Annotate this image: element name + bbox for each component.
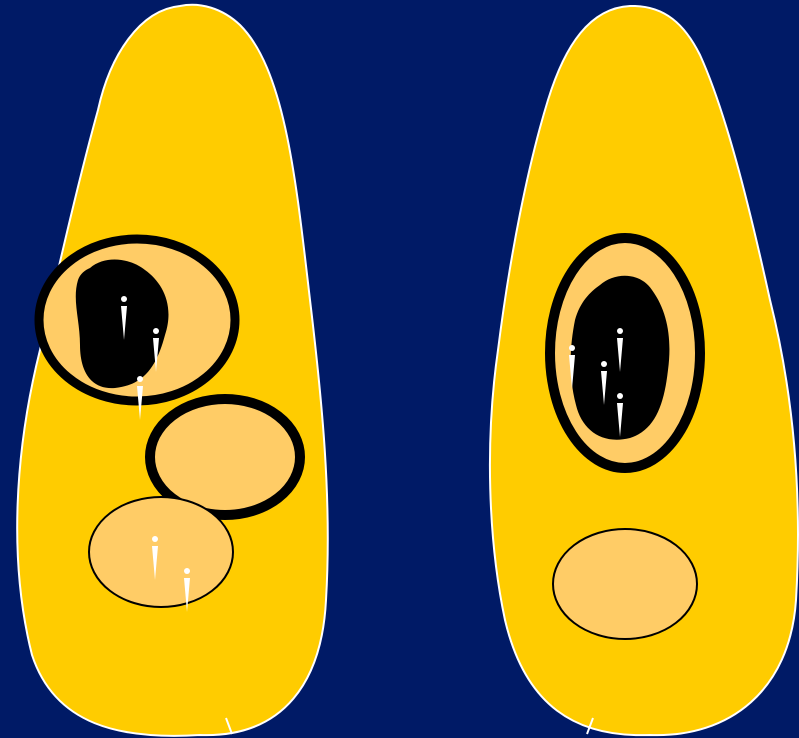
lesion-ring	[553, 529, 697, 639]
right-upper-lesion	[550, 238, 700, 468]
right-lower-lesion	[553, 529, 697, 639]
left-lower-lesion	[89, 497, 233, 607]
lesion-ring	[89, 497, 233, 607]
left-upper-lesion	[39, 239, 235, 401]
